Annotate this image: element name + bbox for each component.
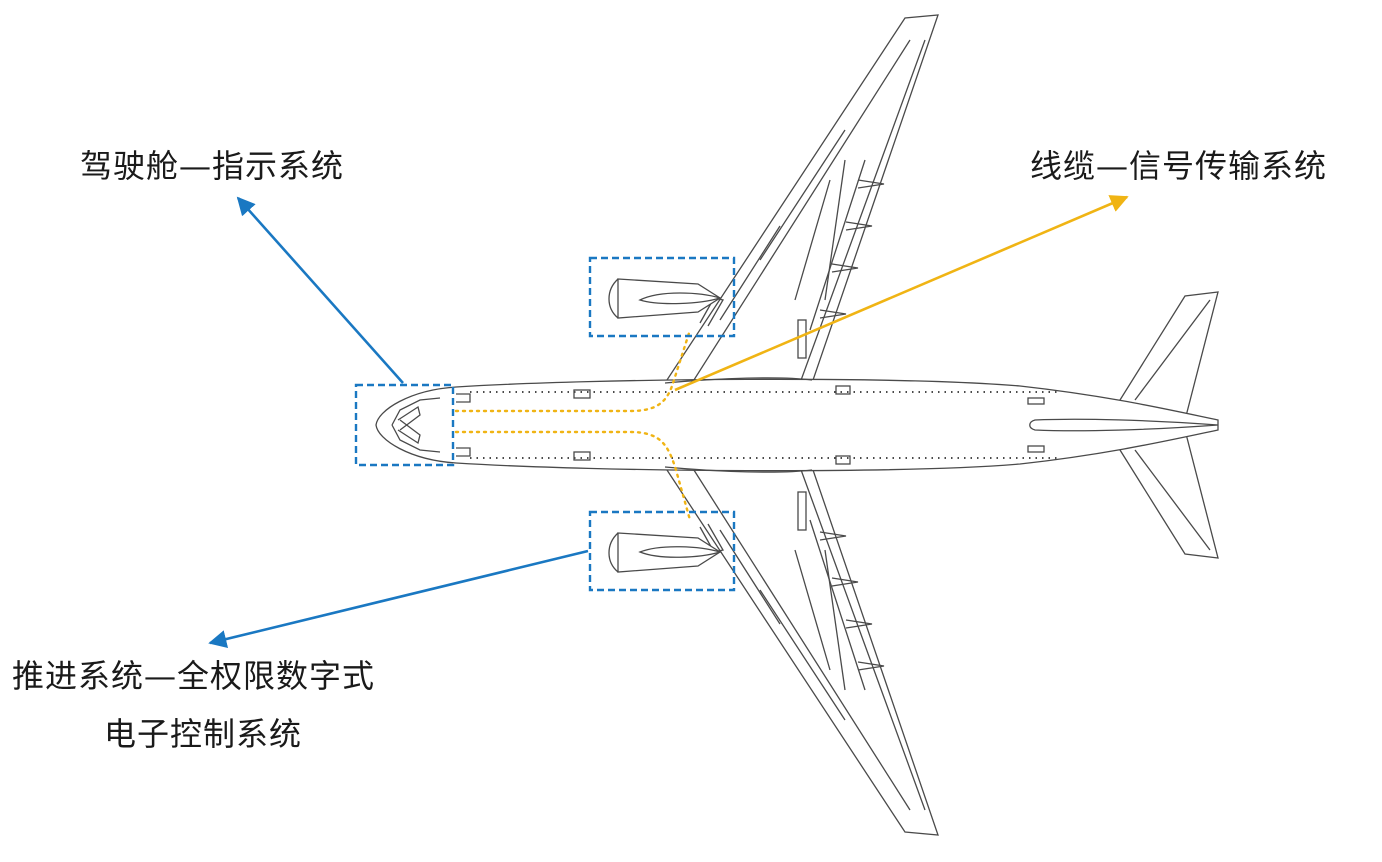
propulsion-label-line1: 推进系统—全权限数字式: [12, 657, 376, 695]
upper-wing: [663, 14, 939, 384]
fuselage: [375, 377, 1219, 473]
cable-arrow: [674, 195, 1129, 392]
aircraft-outline: [375, 14, 1219, 836]
highlight-boxes: [354, 256, 736, 592]
signal-cables: [454, 328, 692, 522]
lower-engine: [608, 532, 723, 573]
cockpit-highlight-box: [354, 383, 455, 467]
lower-wing: [663, 466, 939, 836]
tail-stabilizers: [1113, 291, 1219, 559]
cockpit-indication-label: 驾驶舱—指示系统: [80, 147, 345, 185]
cockpit-arrow: [236, 196, 404, 384]
propulsion-arrow: [208, 549, 589, 648]
upper-engine: [608, 278, 723, 319]
lower-engine-highlight-box: [588, 510, 736, 592]
propulsion-label-line2: 电子控制系统: [104, 715, 303, 753]
cable-signal-label: 线缆—信号传输系统: [1030, 147, 1328, 185]
upper-engine-highlight-box: [588, 256, 736, 338]
